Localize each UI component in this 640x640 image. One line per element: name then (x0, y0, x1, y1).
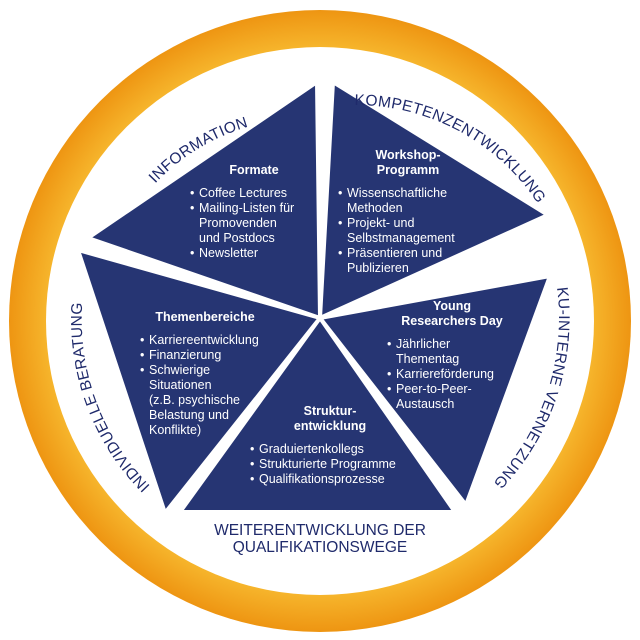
list-item: Mailing-Listen für Promovenden und Postd… (190, 201, 318, 246)
list-item: Finanzierung (140, 348, 270, 363)
list-item: Karriereförderung (387, 367, 517, 382)
sector-title-workshop: Workshop- Programm (375, 148, 441, 177)
edge-label-weiterentwicklung: WEITERENTWICKLUNG DER QUALIFIKATIONSWEGE (214, 522, 426, 556)
sector-themen-content: Themenbereiche Karriereentwicklung Finan… (140, 310, 270, 438)
sector-title-formate: Formate (229, 163, 279, 177)
list-item: Qualifikationsprozesse (250, 472, 410, 487)
list-item: Jährlicher Thementag (387, 337, 517, 367)
sector-list-struktur: Graduiertenkollegs Strukturierte Program… (250, 442, 410, 487)
sector-list-formate: Coffee Lectures Mailing-Listen für Promo… (190, 186, 318, 261)
sector-title-struktur: Struktur- entwicklung (293, 404, 367, 433)
sector-struktur-content: Struktur- entwicklung Graduiertenkollegs… (250, 404, 410, 487)
list-item: Projekt- und Selbstmanagement (338, 216, 478, 246)
list-item: Wissenschaftliche Methoden (338, 186, 478, 216)
list-item: Graduiertenkollegs (250, 442, 410, 457)
list-item: Strukturierte Programme (250, 457, 410, 472)
list-item: Newsletter (190, 246, 318, 261)
list-item: Schwierige Situationen (z.B. psychische … (140, 363, 270, 438)
sector-list-young: Jährlicher Thementag Karriereförderung P… (387, 337, 517, 412)
sector-young-content: Young Researchers Day Jährlicher Thement… (387, 299, 517, 412)
sector-workshop-content: Workshop- Programm Wissenschaftliche Met… (338, 148, 478, 276)
list-item: Peer-to-Peer- Austausch (387, 382, 517, 412)
sector-list-themen: Karriereentwicklung Finanzierung Schwier… (140, 333, 270, 438)
sector-formate-content: Formate Coffee Lectures Mailing-Listen f… (190, 163, 318, 261)
sector-list-workshop: Wissenschaftliche Methoden Projekt- und … (338, 186, 478, 276)
sector-title-young: Young Researchers Day (401, 299, 503, 328)
list-item: Präsentieren und Publizieren (338, 246, 478, 276)
list-item: Karriereentwicklung (140, 333, 270, 348)
list-item: Coffee Lectures (190, 186, 318, 201)
sector-title-themen: Themenbereiche (155, 310, 255, 324)
